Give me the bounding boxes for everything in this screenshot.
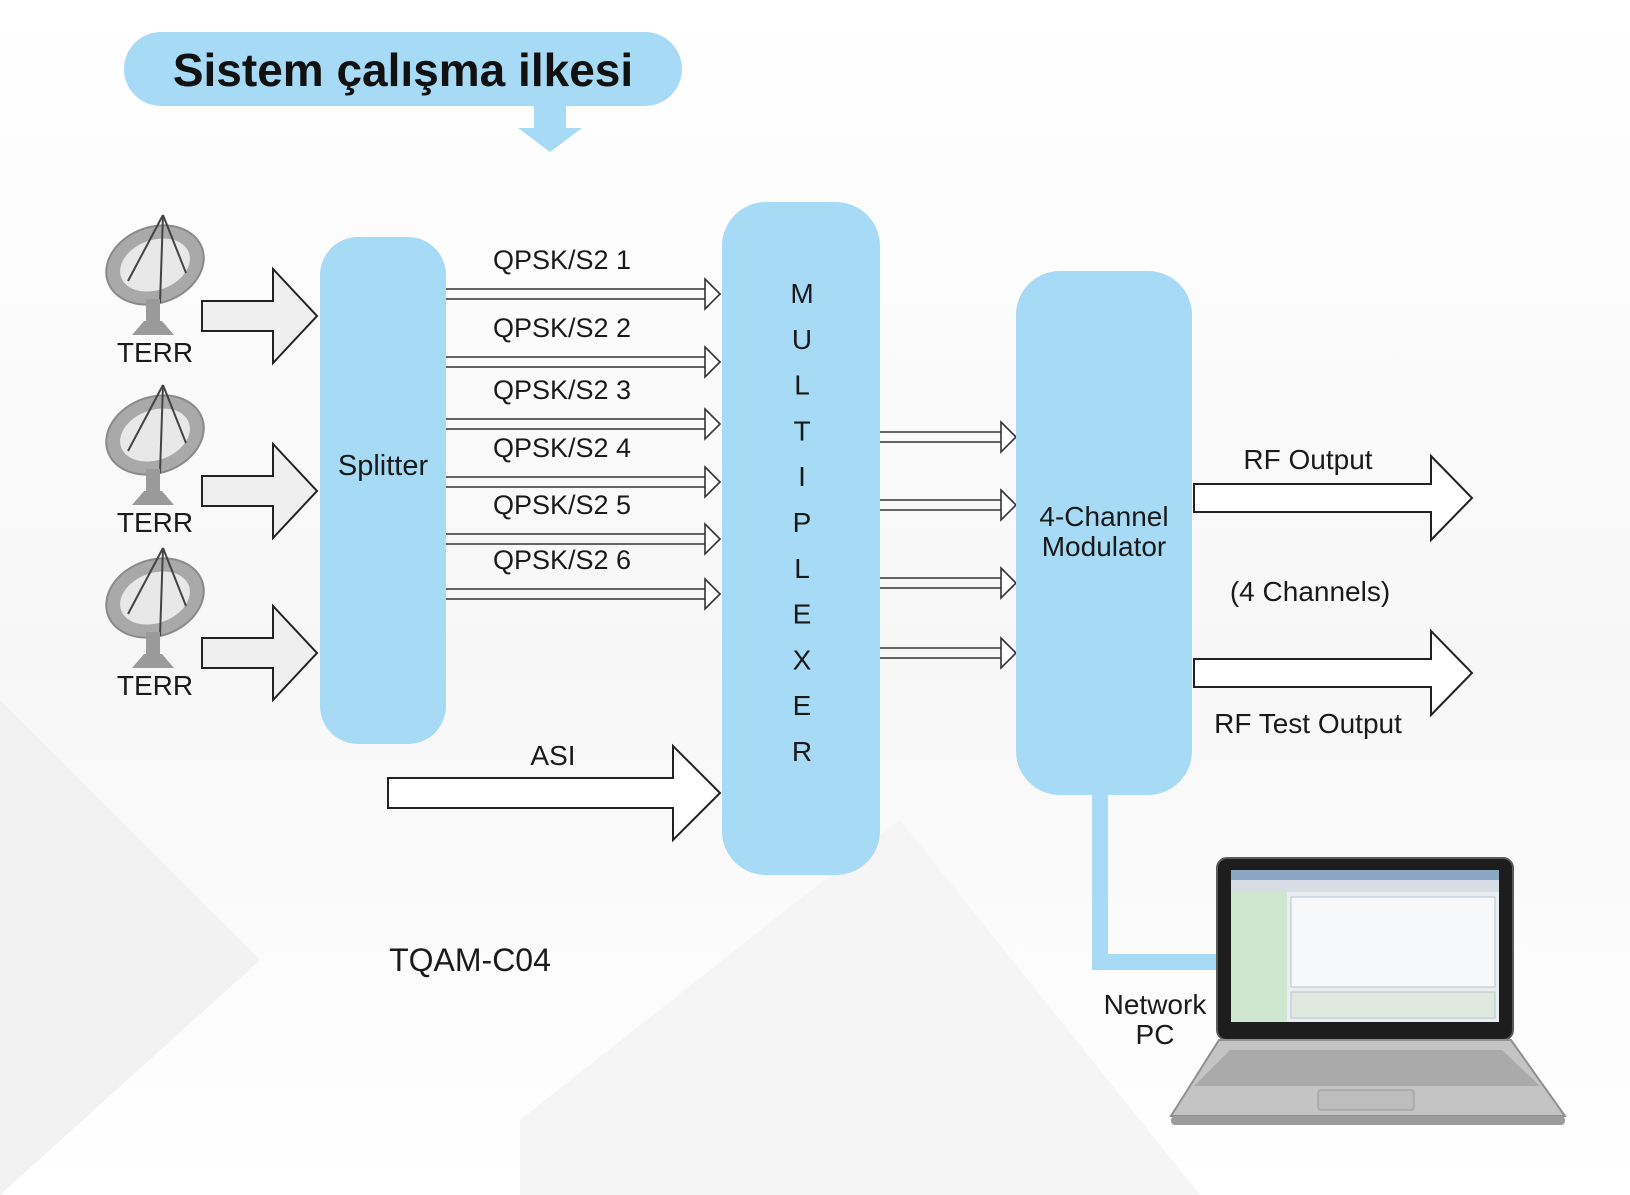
terr-input-arrow [201,266,319,366]
terr-input-arrows [201,266,319,703]
multiplexer-letter: R [792,736,812,767]
satellite-dish-icon [105,547,205,668]
title-banner: Sistem çalışma ilkesi [124,32,682,152]
modulator-block [1016,271,1192,795]
stream-label: QPSK/S2 4 [493,433,631,463]
screen-main-panel [1290,896,1496,988]
mux-to-modulator-arrows [880,420,1018,670]
multiplexer-letter: M [790,278,813,309]
qpsk-stream-arrows: QPSK/S2 1 QPSK/S2 2 QPSK/S2 3 QPSK/S2 4 QPSK… [446,245,722,611]
multiplexer-letter: P [793,507,812,538]
stream-arrow [446,577,722,611]
screen-status-panel [1290,991,1496,1019]
multiplexer-letter: E [793,599,812,630]
rf-test-output: RF Test Output [1193,628,1474,739]
title-arrow-icon [518,104,582,152]
modulator-label-line2: Modulator [1042,531,1167,562]
stream-label: QPSK/S2 3 [493,375,631,405]
satellite-dish-icon [105,384,205,505]
mux-output-arrow [880,636,1018,670]
stream-label: QPSK/S2 5 [493,490,631,520]
network-connector [1092,795,1222,970]
network-pc-label-line1: Network [1104,989,1208,1020]
page-title: Sistem çalışma ilkesi [173,44,633,96]
network-pc-label-line2: PC [1136,1019,1175,1050]
rf-output: RF Output [1193,444,1474,543]
screen-toolbar [1231,880,1499,892]
stream-arrow [446,522,722,556]
background-facet [520,820,1200,1195]
terr-input-arrow [201,603,319,703]
rf-test-output-arrow [1193,628,1474,718]
multiplexer-letter: L [794,553,810,584]
terr-label: TERR [117,337,193,368]
terr-label: TERR [117,670,193,701]
satellite-dish-icon [105,214,205,335]
terr-sources: TERR TERR TERR [105,214,205,701]
stream-arrow [446,345,722,379]
terr-label: TERR [117,507,193,538]
screen-titlebar [1231,870,1499,880]
splitter-label: Splitter [338,450,429,482]
stream-arrow [446,465,722,499]
splitter-block [320,237,446,744]
multiplexer-letter: E [793,690,812,721]
background-facet [0,700,260,1195]
terr-input-arrow [201,441,319,541]
mux-output-arrow [880,420,1018,454]
multiplexer-letter: I [798,461,806,492]
asi-arrow [387,743,722,843]
modulator-label-line1: 4-Channel [1039,501,1168,532]
laptop-front-edge [1171,1116,1565,1125]
channels-label: (4 Channels) [1230,576,1390,607]
rf-test-output-label: RF Test Output [1214,708,1402,739]
laptop-icon [1169,857,1567,1125]
multiplexer-letter: X [793,644,812,675]
rf-output-arrow [1193,453,1474,543]
laptop-touchpad [1317,1089,1415,1111]
laptop-keyboard [1194,1050,1540,1086]
mux-output-arrow [880,488,1018,522]
screen-tree-panel [1231,892,1287,1022]
asi-label: ASI [530,740,575,771]
stream-label: QPSK/S2 6 [493,545,631,575]
multiplexer-letter: T [793,415,810,446]
asi-input: ASI [387,740,722,843]
rf-output-label: RF Output [1243,444,1372,475]
stream-arrow [446,277,722,311]
mux-output-arrow [880,566,1018,600]
multiplexer-letter: U [792,324,812,355]
multiplexer-block [722,202,880,875]
title-pill [124,32,682,106]
stream-label: QPSK/S2 2 [493,313,631,343]
stream-arrow [446,407,722,441]
model-label: TQAM-C04 [389,942,551,978]
multiplexer-letter: L [794,370,810,401]
stream-label: QPSK/S2 1 [493,245,631,275]
